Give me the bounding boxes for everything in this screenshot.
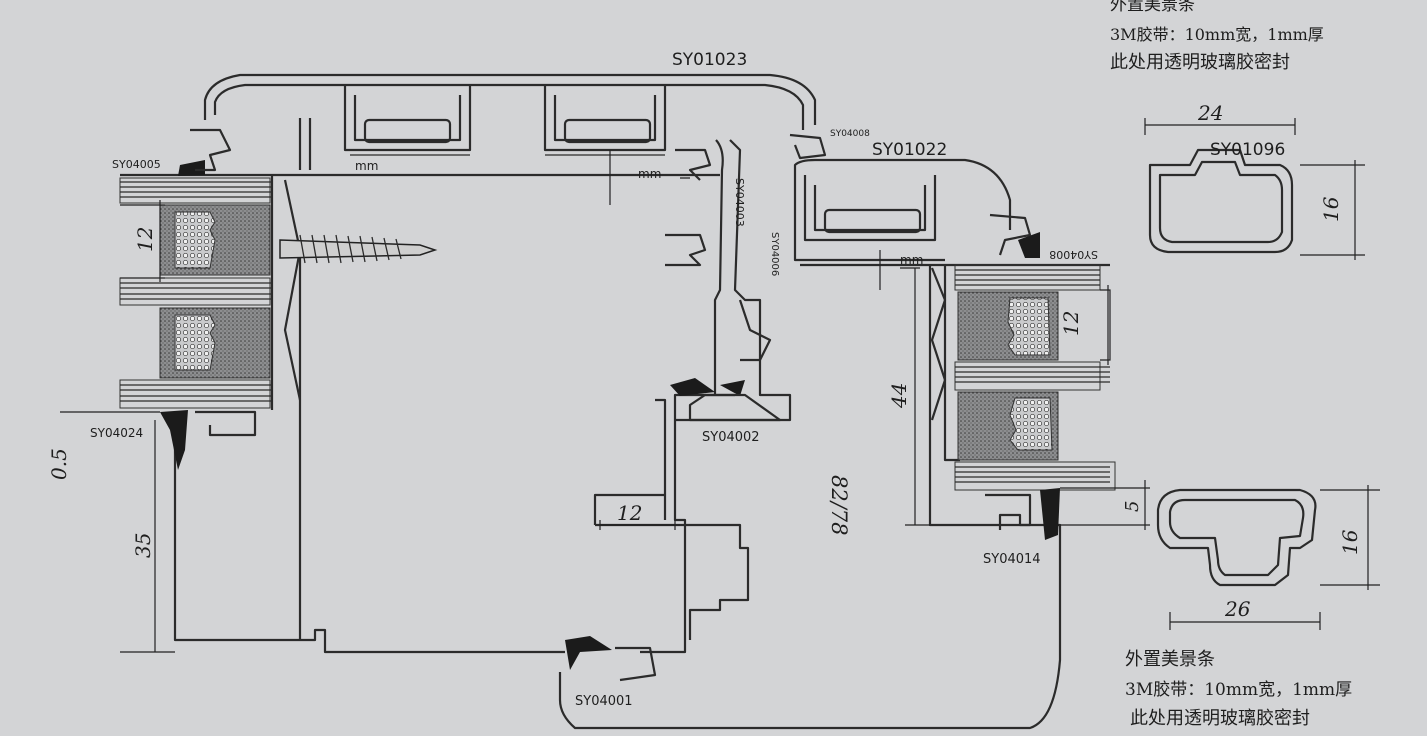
label-sy04003: SY04003 (733, 178, 746, 227)
note-top-line3: 此处用透明玻璃胶密封 (1110, 52, 1290, 73)
fixing-screw (279, 234, 438, 264)
label-sy04001: SY04001 (575, 694, 633, 709)
note-top-line2: 3M胶带：10mm宽，1mm厚 (1110, 25, 1324, 44)
dim-mm-left: mm (355, 159, 378, 173)
label-sy04024: SY04024 (90, 426, 143, 440)
note-bottom-line1: 外置美景条 (1125, 649, 1215, 670)
label-sy01022: SY01022 (872, 140, 947, 160)
dim-bottom-gap: 5 (1122, 501, 1143, 512)
label-sy01096: SY01096 (1210, 140, 1285, 160)
label-sy04008-right: SY04008 (1049, 248, 1098, 261)
rubber-gaskets (160, 160, 1060, 670)
label-sy04014: SY04014 (983, 552, 1041, 567)
dim-bottom-height: 16 (1338, 529, 1362, 555)
label-sy01023: SY01023 (672, 50, 747, 70)
note-bottom-line3: 此处用透明玻璃胶密封 (1130, 708, 1310, 729)
dim-center: 12 (617, 501, 642, 525)
profile-labels: SY01023 SY01022 SY01096 SY04005 SY04008 … (90, 50, 1285, 709)
note-top-line1: 外置美景条 (1110, 0, 1195, 15)
dim-frame-depth: 35 (131, 533, 155, 558)
bead-profile-sy01096 (1148, 148, 1294, 254)
dim-top-height: 16 (1319, 196, 1343, 222)
dimension-values: 24 16 26 16 5 12 12 0.5 35 12 44 82/78 m… (47, 101, 1362, 621)
clip-profiles (190, 128, 1032, 682)
label-sy04002: SY04002 (702, 430, 760, 445)
dim-44: 44 (887, 383, 911, 409)
dim-mm-right: mm (900, 253, 923, 267)
dim-right-glass: 12 (1059, 311, 1083, 336)
glass-unit-right (930, 264, 1116, 491)
glass-unit-left (119, 175, 302, 410)
dim-top-width: 24 (1197, 101, 1223, 125)
dim-8278: 82/78 (827, 475, 851, 536)
note-bottom-line2: 3M胶带：10mm宽，1mm厚 (1125, 680, 1352, 700)
label-sy04006: SY04006 (769, 232, 780, 276)
frame-profile-sy01023-outline (203, 73, 817, 170)
dimension-lines (60, 118, 1380, 653)
dim-left-glass: 12 (133, 227, 157, 252)
dim-offset: 0.5 (47, 448, 71, 480)
label-sy04008-left: SY04008 (830, 129, 870, 139)
dim-mm-mid: mm (638, 167, 661, 181)
label-sy04005: SY04005 (112, 158, 161, 171)
dim-bottom-width: 26 (1224, 597, 1251, 621)
annotation-notes: 外置美景条 3M胶带：10mm宽，1mm厚 此处用透明玻璃胶密封 外置美景条 3… (1110, 0, 1352, 729)
bead-profile-bottom (1156, 488, 1317, 587)
